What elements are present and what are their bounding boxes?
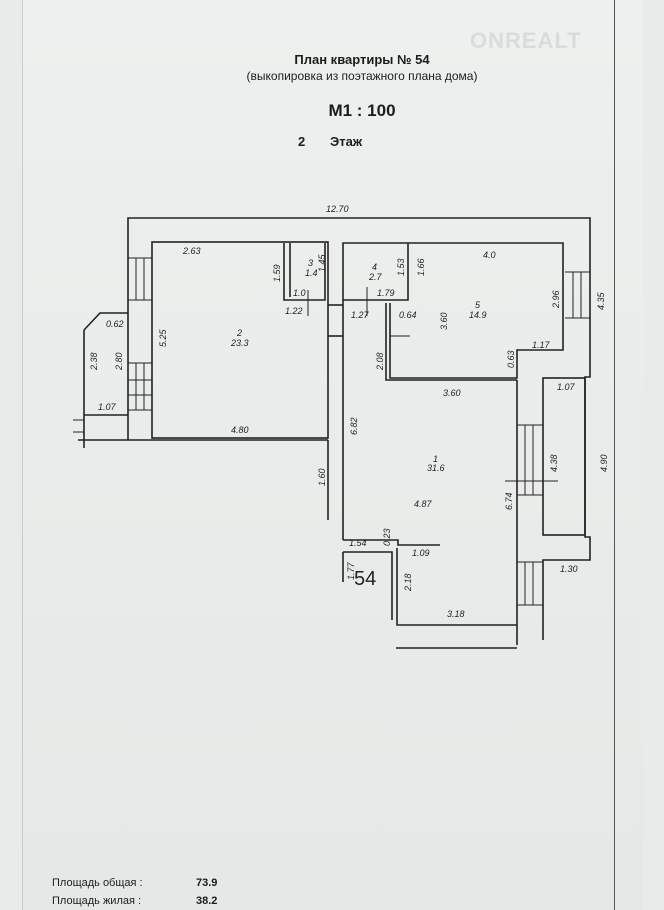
dimension-label: 1.54 bbox=[349, 538, 367, 548]
dimension-label: 0.23 bbox=[382, 528, 392, 546]
dimension-label: 1.59 bbox=[272, 264, 282, 282]
living-area-label: Площадь жилая : bbox=[52, 895, 142, 907]
dimension-label: 2.96 bbox=[551, 290, 561, 309]
floor-label: Этаж bbox=[330, 134, 363, 149]
room-4-area: 2.7 bbox=[368, 272, 383, 282]
dimension-label: 3.60 bbox=[439, 312, 449, 330]
dimension-label: 1.66 bbox=[416, 258, 426, 276]
dimension-label: 1.60 bbox=[317, 468, 327, 486]
dimension-label: 1.45 bbox=[317, 253, 327, 272]
floor-number: 2 bbox=[298, 134, 306, 149]
apartment-mark: 54 bbox=[354, 568, 376, 590]
document-sheet bbox=[22, 0, 643, 910]
dimension-label: 1.79 bbox=[377, 288, 395, 298]
dimension-label: 4.38 bbox=[549, 454, 559, 472]
dimension-labels: 12.70 2.63 1.59 1.45 1.0 1.22 5.25 0.62 … bbox=[89, 204, 609, 619]
walls bbox=[78, 217, 591, 649]
dimension-label: 1.77 bbox=[346, 561, 356, 580]
plan-title: План квартиры № 54 bbox=[294, 52, 430, 67]
room-4-number: 4 bbox=[372, 262, 377, 272]
dimension-label: 0.63 bbox=[506, 350, 516, 368]
dimension-label: 0.64 bbox=[399, 310, 417, 320]
dimension-label: 1.17 bbox=[532, 340, 551, 350]
dimension-label: 3.60 bbox=[443, 388, 461, 398]
stair-hatch bbox=[73, 257, 590, 606]
dimension-label: 12.70 bbox=[326, 204, 349, 214]
total-area-label: Площадь общая : bbox=[52, 877, 143, 889]
dimension-label: 1.09 bbox=[412, 548, 430, 558]
dimension-label: 4.80 bbox=[231, 425, 249, 435]
dimension-label: 4.0 bbox=[483, 250, 496, 260]
dimension-label: 6.82 bbox=[349, 417, 359, 435]
room-3-area: 1.4 bbox=[305, 268, 318, 278]
room-2-number: 2 bbox=[236, 328, 242, 338]
frame-border bbox=[614, 0, 615, 910]
dimension-label: 3.18 bbox=[447, 609, 465, 619]
room-1-number: 1 bbox=[433, 454, 438, 464]
dimension-label: 2.63 bbox=[182, 246, 201, 256]
room-labels: 1 31.6 2 23.3 3 1.4 4 2.7 5 14.9 54 bbox=[230, 258, 487, 590]
dimension-label: 1.07 bbox=[98, 402, 117, 412]
watermark-logo: ONREALT bbox=[470, 28, 582, 53]
dimension-label: 2.80 bbox=[114, 352, 124, 371]
dimension-label: 0.62 bbox=[106, 319, 124, 329]
dimension-label: 1.53 bbox=[396, 258, 406, 276]
dimension-label: 2.08 bbox=[375, 352, 385, 371]
dimension-label: 2.38 bbox=[89, 352, 99, 371]
dimension-label: 4.35 bbox=[596, 291, 606, 310]
dimension-label: 1.0 bbox=[293, 288, 306, 298]
total-area-value: 73.9 bbox=[196, 877, 218, 889]
dimension-label: 1.30 bbox=[560, 564, 578, 574]
plan-scale: М1 : 100 bbox=[328, 101, 396, 120]
dimension-label: 2.18 bbox=[403, 573, 413, 592]
dimension-label: 6.74 bbox=[504, 492, 514, 510]
dimension-label: 1.07 bbox=[557, 382, 576, 392]
room-5-area: 14.9 bbox=[469, 310, 487, 320]
dimension-label: 1.27 bbox=[351, 310, 370, 320]
room-1-area: 31.6 bbox=[427, 463, 445, 473]
dimension-label: 4.90 bbox=[599, 454, 609, 472]
living-area-value: 38.2 bbox=[196, 895, 218, 907]
dimension-label: 5.25 bbox=[158, 328, 168, 347]
dimension-label: 1.22 bbox=[285, 306, 303, 316]
dimension-label: 4.87 bbox=[414, 499, 433, 509]
room-5-number: 5 bbox=[475, 300, 481, 310]
room-3-number: 3 bbox=[308, 258, 313, 268]
plan-subtitle: (выкопировка из поэтажного плана дома) bbox=[246, 69, 478, 83]
room-2-area: 23.3 bbox=[230, 338, 249, 348]
